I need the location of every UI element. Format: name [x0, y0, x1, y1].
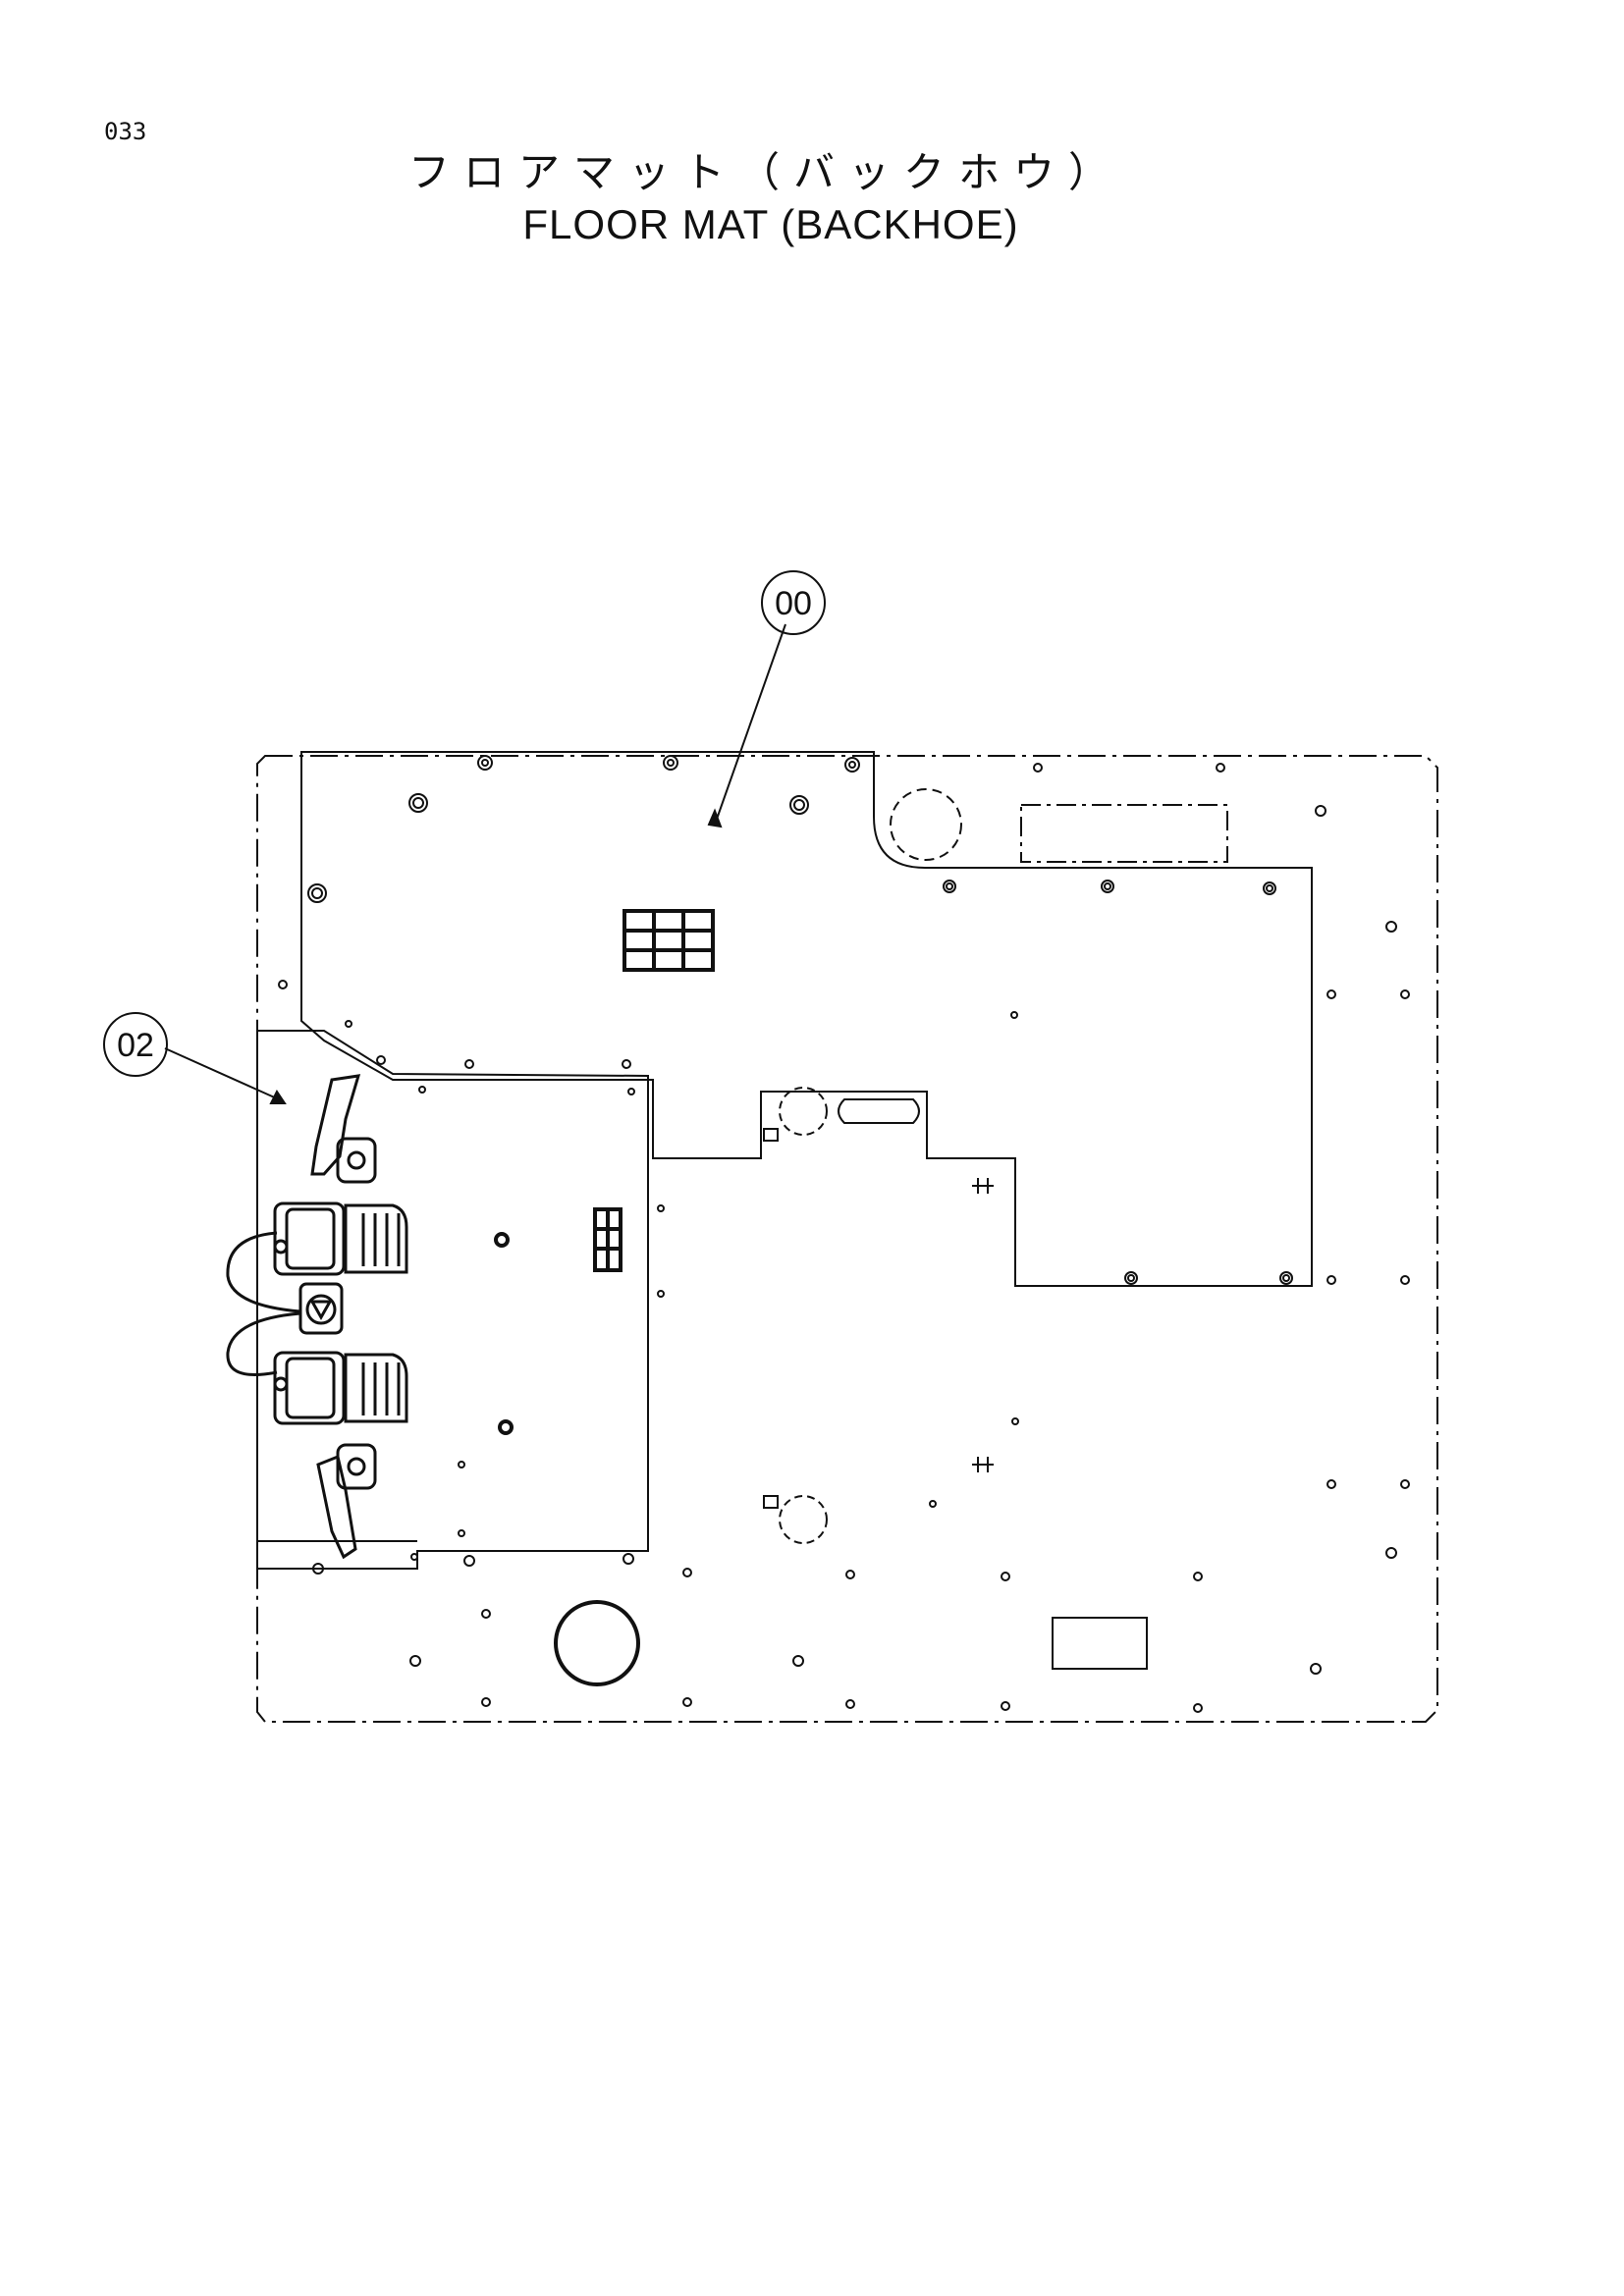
- page-number: 033: [104, 118, 147, 145]
- upper-mat-outline: [300, 751, 1313, 1287]
- callout-label-02: 02: [117, 1027, 154, 1064]
- callout-label-00: 00: [775, 585, 812, 622]
- title-japanese: フロアマット（バックホウ）: [407, 148, 1123, 196]
- callout-circle-02: [103, 1012, 168, 1077]
- pedal-assembly: [226, 1074, 408, 1560]
- title-english: FLOOR MAT (BACKHOE): [522, 201, 1019, 247]
- pedal-panel-outline: [256, 1030, 649, 1570]
- callout-circle-00: [761, 570, 826, 635]
